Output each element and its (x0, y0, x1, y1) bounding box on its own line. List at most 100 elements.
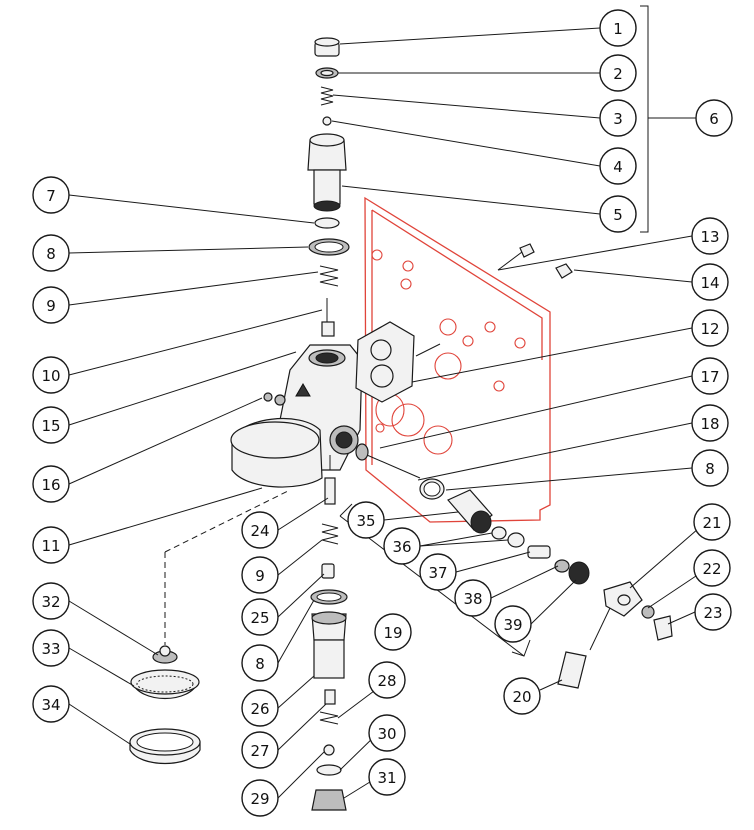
callout-c8b: 8 (691, 449, 729, 487)
callout-circle (383, 527, 421, 565)
callout-circle (241, 511, 279, 549)
callout-c33: 33 (32, 629, 70, 667)
callout-circle (32, 286, 70, 324)
callout-number: 36 (392, 538, 411, 556)
callout-number: 18 (700, 415, 719, 433)
callout-number: 38 (463, 590, 482, 608)
callout-number: 21 (702, 514, 721, 532)
callout-number: 31 (377, 769, 396, 787)
callout-circle (241, 556, 279, 594)
callout-number: 8 (705, 460, 715, 478)
callout-c38: 38 (454, 579, 492, 617)
callout-c26: 26 (241, 689, 279, 727)
callout-circle (599, 195, 637, 233)
callout-c30: 30 (368, 714, 406, 752)
callout-c3: 3 (599, 99, 637, 137)
callout-c24: 24 (241, 511, 279, 549)
callout-labels: 1234567891015161113141217188353637383919… (32, 9, 733, 817)
callout-circle (241, 779, 279, 817)
callout-c9b: 9 (241, 556, 279, 594)
callout-c18: 18 (691, 404, 729, 442)
callout-c23: 23 (694, 593, 732, 631)
callout-number: 8 (46, 245, 56, 263)
callout-number: 33 (41, 640, 60, 658)
group-bracket-6 (640, 5, 698, 233)
callout-c6: 6 (695, 99, 733, 137)
callout-circle (693, 549, 731, 587)
callout-c36: 36 (383, 527, 421, 565)
callout-c9a: 9 (32, 286, 70, 324)
callout-c15: 15 (32, 406, 70, 444)
callout-number: 6 (709, 110, 719, 128)
callout-c8a: 8 (32, 234, 70, 272)
callout-circle (374, 613, 412, 651)
callout-number: 7 (46, 187, 56, 205)
callout-c13: 13 (691, 217, 729, 255)
callout-number: 9 (46, 297, 56, 315)
callout-c32: 32 (32, 582, 70, 620)
callout-circle (691, 404, 729, 442)
callout-number: 22 (702, 560, 721, 578)
steam-valve-assembly (557, 581, 673, 689)
callout-circle (693, 503, 731, 541)
callout-number: 34 (41, 696, 60, 714)
callout-c27: 27 (241, 731, 279, 769)
mounting-panel (364, 196, 551, 523)
callout-number: 19 (383, 624, 402, 642)
side-port-assembly (339, 443, 590, 657)
callout-c34: 34 (32, 685, 70, 723)
callout-circle (494, 605, 532, 643)
callout-circle (368, 661, 406, 699)
callout-number: 17 (700, 368, 719, 386)
callout-circle (691, 357, 729, 395)
callout-circle (347, 501, 385, 539)
callout-number: 29 (250, 790, 269, 808)
callout-circle (32, 526, 70, 564)
callout-c16: 16 (32, 465, 70, 503)
callout-c22: 22 (693, 549, 731, 587)
callout-c8c: 8 (241, 644, 279, 682)
callout-c29: 29 (241, 779, 279, 817)
shower-screen-group (129, 489, 291, 765)
callout-circle (368, 714, 406, 752)
callout-c2: 2 (599, 54, 637, 92)
callout-circle (32, 176, 70, 214)
callout-c28: 28 (368, 661, 406, 699)
group-head-body (230, 344, 363, 488)
callout-number: 14 (700, 274, 719, 292)
callout-c1: 1 (599, 9, 637, 47)
callout-c25: 25 (241, 598, 279, 636)
callout-circle (32, 629, 70, 667)
callout-circle (368, 758, 406, 796)
callout-number: 25 (250, 609, 269, 627)
callout-circle (691, 217, 729, 255)
callout-number: 8 (255, 655, 265, 673)
callout-number: 13 (700, 228, 719, 246)
callout-number: 3 (613, 110, 623, 128)
callout-number: 12 (700, 320, 719, 338)
callout-c12: 12 (691, 309, 729, 347)
callout-circle (599, 147, 637, 185)
callout-number: 4 (613, 158, 623, 176)
callout-c7: 7 (32, 176, 70, 214)
callout-circle (694, 593, 732, 631)
callout-circle (32, 356, 70, 394)
callout-number: 23 (703, 604, 722, 622)
callout-circle (599, 54, 637, 92)
callout-circle (691, 309, 729, 347)
callout-circle (241, 731, 279, 769)
callout-number: 10 (41, 367, 60, 385)
callout-number: 32 (41, 593, 60, 611)
leader-lines (68, 27, 709, 799)
callout-c37: 37 (419, 553, 457, 591)
callout-number: 28 (377, 672, 396, 690)
callout-c31: 31 (368, 758, 406, 796)
callout-c14: 14 (691, 263, 729, 301)
callout-c19: 19 (374, 613, 412, 651)
callout-circle (503, 677, 541, 715)
callout-c17: 17 (691, 357, 729, 395)
callout-number: 11 (41, 537, 60, 555)
callout-circle (454, 579, 492, 617)
callout-number: 39 (503, 616, 522, 634)
